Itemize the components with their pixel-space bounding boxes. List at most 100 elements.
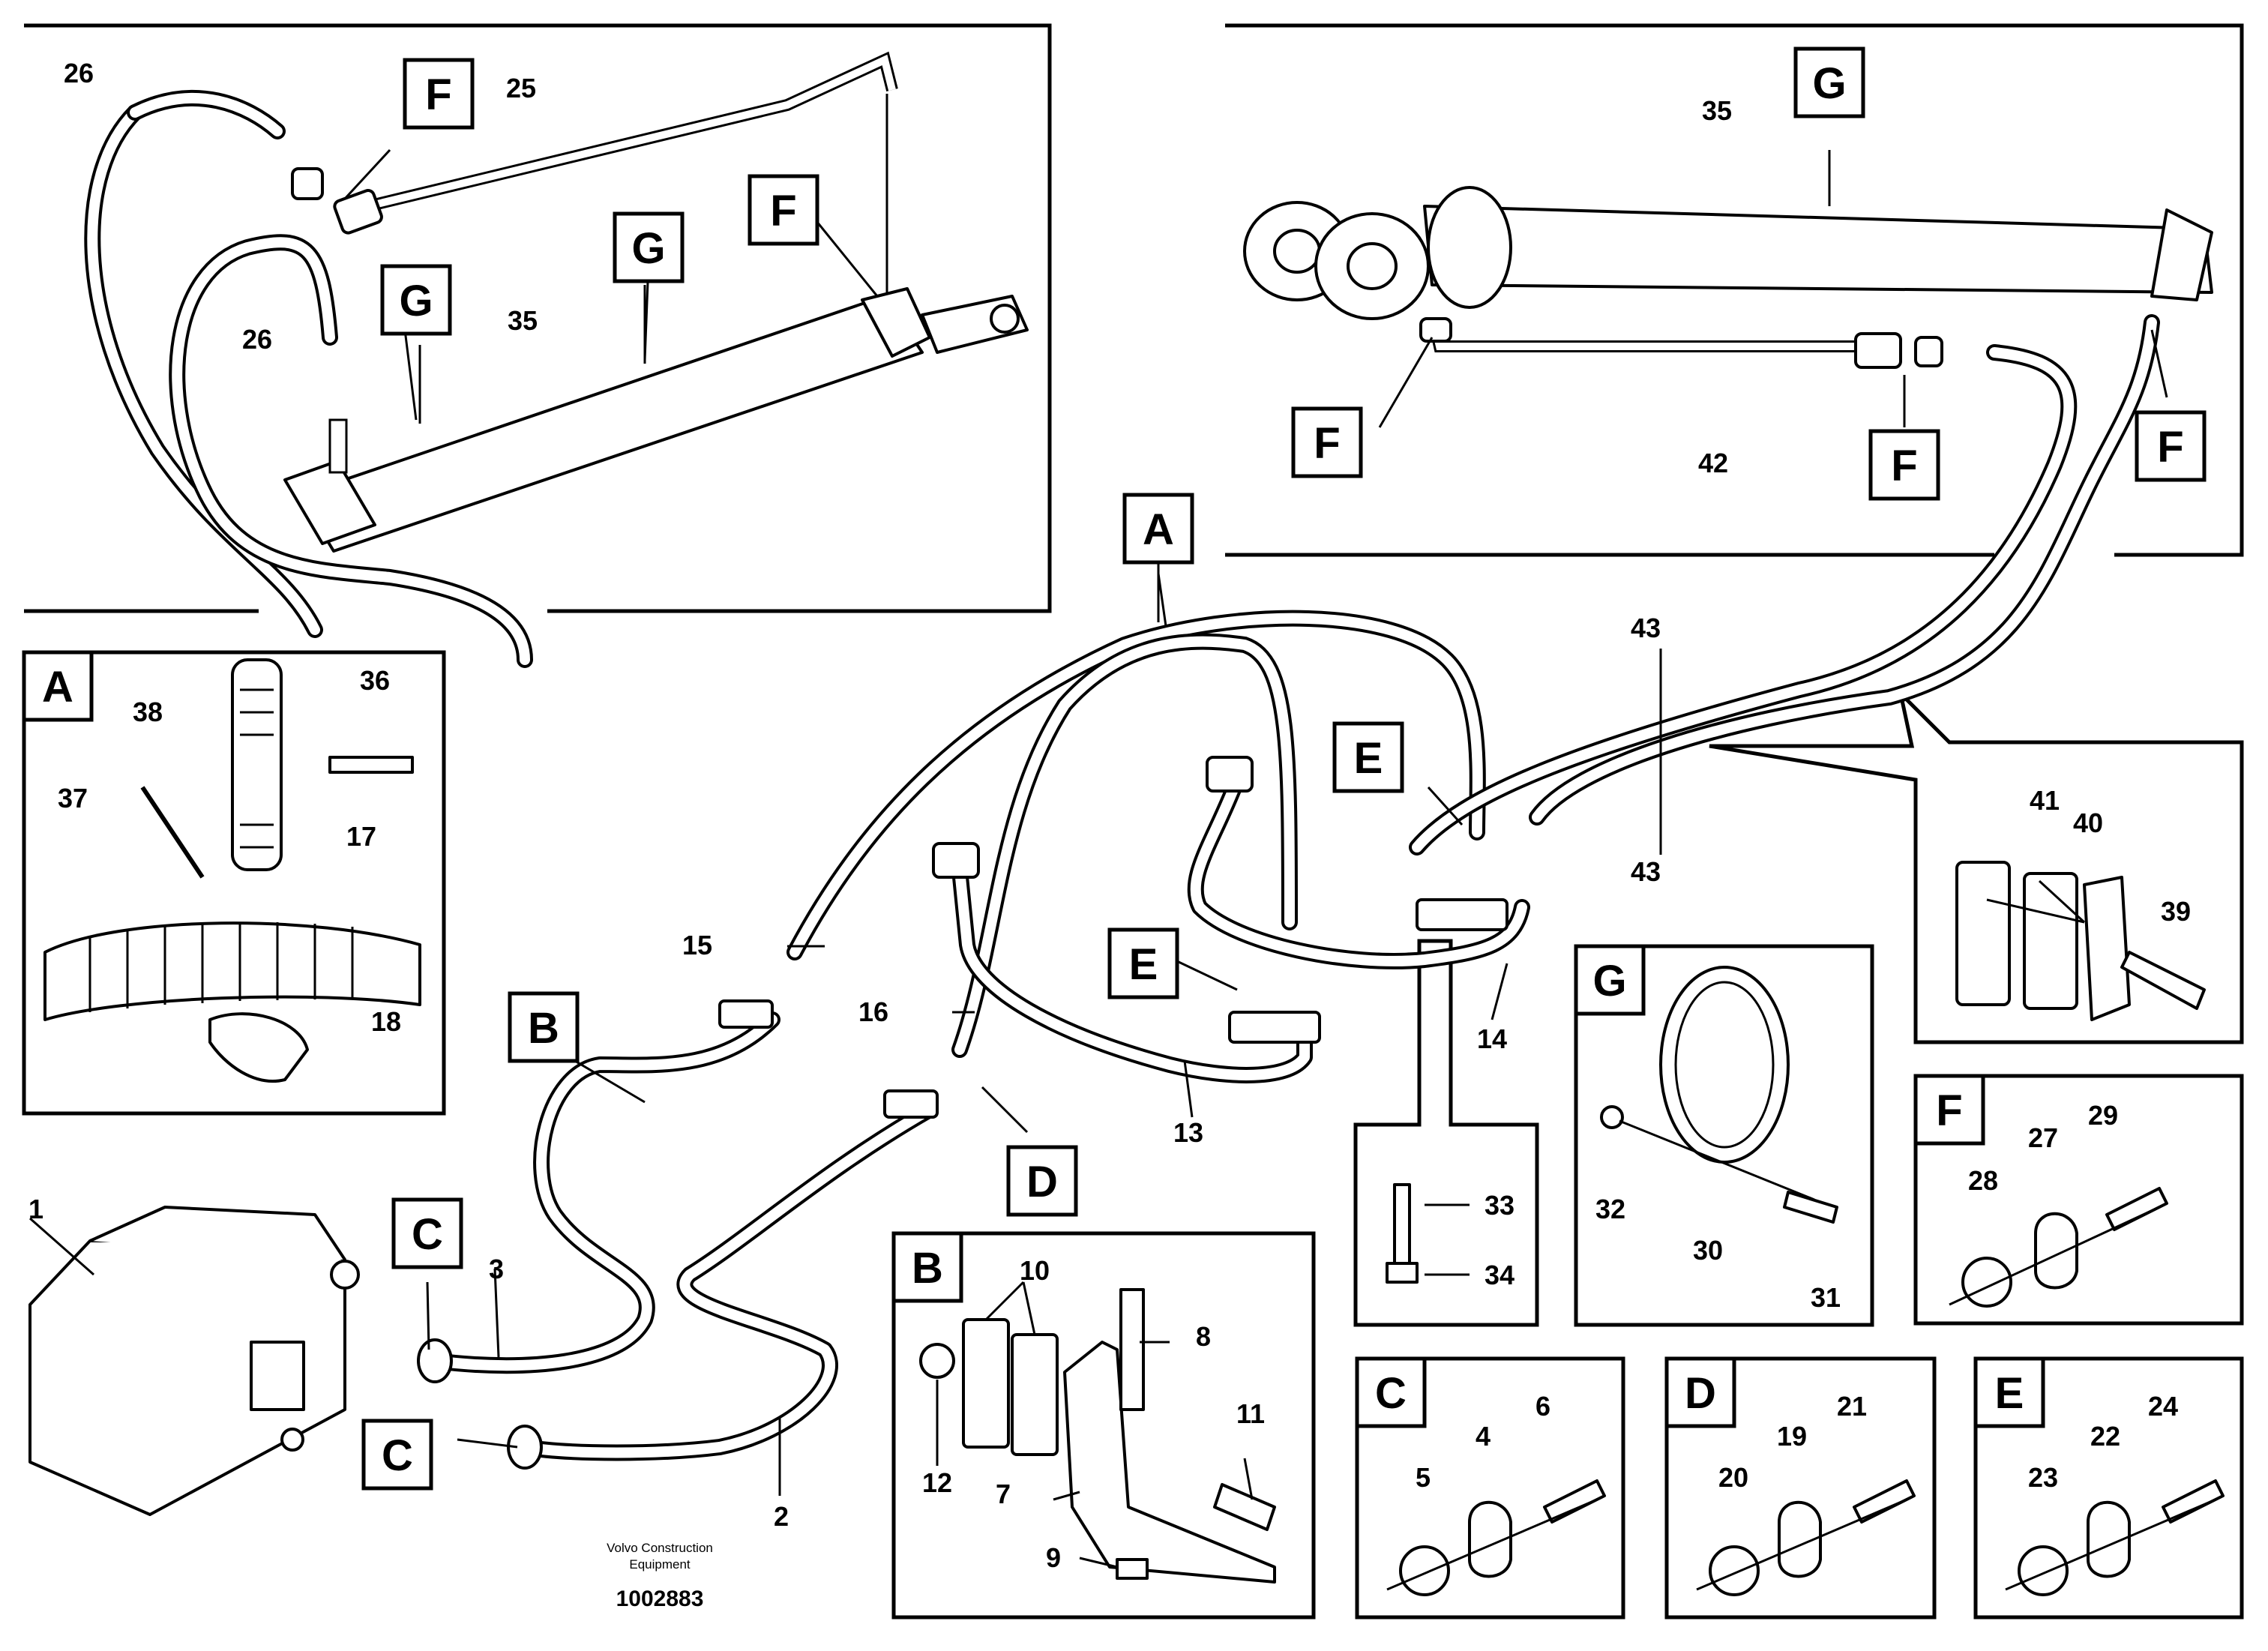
callout-33: 33 — [1485, 1190, 1514, 1221]
letter-f-tl-upper: F — [425, 70, 451, 119]
callout-7: 7 — [996, 1479, 1011, 1509]
leader-lines — [29, 148, 2168, 1496]
callout-25: 25 — [506, 73, 536, 103]
callout-42: 42 — [1698, 448, 1728, 478]
letter-a-main: A — [1143, 505, 1174, 554]
callout-35-tl: 35 — [508, 305, 538, 336]
inset-frames — [22, 23, 2244, 1620]
letter-g-tr: G — [1812, 59, 1846, 108]
callout-43-upper: 43 — [1631, 613, 1661, 643]
callout-32: 32 — [1595, 1194, 1625, 1224]
letter-c-main-upper: C — [412, 1210, 443, 1259]
bolt-21 — [1853, 1479, 1916, 1524]
drawing-number: 1002883 — [616, 1587, 704, 1611]
callout-20: 20 — [1718, 1462, 1748, 1493]
flange-e-lower — [1228, 1011, 1321, 1044]
detail-e-bolts — [1386, 1183, 1470, 1284]
callout-28: 28 — [1968, 1165, 1998, 1196]
footer: Volvo Construction Equipment 1002883 — [607, 1541, 713, 1611]
callout-numbers: 1 2 3 4 5 6 7 8 9 10 11 12 13 14 15 16 1… — [28, 58, 2191, 1573]
callout-2: 2 — [774, 1501, 789, 1532]
hose-guard-17 — [43, 921, 421, 1021]
clamp-10-right — [1011, 1333, 1059, 1456]
letter-d-main: D — [1026, 1158, 1058, 1206]
detail-a-contents — [43, 658, 421, 1083]
letter-b-main: B — [528, 1004, 559, 1053]
tube-2 — [517, 1101, 938, 1461]
letter-c-main-lower: C — [382, 1431, 413, 1480]
callout-23: 23 — [2028, 1462, 2058, 1493]
callout-27: 27 — [2028, 1122, 2058, 1153]
clamp-41-left — [1955, 861, 2011, 1006]
detail-f-frame — [1913, 1074, 2244, 1326]
bolt-29 — [2105, 1187, 2168, 1231]
callout-22: 22 — [2090, 1421, 2120, 1452]
nut-9 — [1116, 1558, 1149, 1580]
spring-38 — [231, 658, 283, 871]
callout-14: 14 — [1477, 1023, 1507, 1054]
bolt-6 — [1543, 1479, 1606, 1524]
callout-21: 21 — [1837, 1391, 1867, 1422]
ring-5 — [1399, 1545, 1450, 1596]
detail-letter-boxes: A B C C D E E F F G G G F F F A B — [22, 46, 2207, 1491]
letter-f-tl-lower: F — [770, 187, 796, 235]
clamp-41-right — [2023, 872, 2078, 1010]
letter-f-tr-right: F — [2157, 423, 2183, 472]
bolt-39 — [2120, 951, 2206, 1010]
letter-f-tr-left: F — [1314, 419, 1340, 468]
nut-34 — [1386, 1262, 1419, 1284]
cylinder-35-tr — [1423, 205, 2213, 294]
detail-c-frame — [1355, 1356, 1625, 1620]
callout-36: 36 — [360, 665, 390, 696]
footer-brand-line2: Equipment — [629, 1557, 691, 1572]
ring-20 — [1709, 1545, 1760, 1596]
callout-19: 19 — [1777, 1421, 1807, 1452]
callout-17: 17 — [346, 821, 376, 852]
detail-d-frame — [1664, 1356, 1937, 1620]
callout-18: 18 — [371, 1006, 401, 1037]
callout-1: 1 — [28, 1194, 43, 1224]
callout-4: 4 — [1476, 1421, 1491, 1452]
cylinder-35-tr-gland — [1427, 186, 1512, 309]
fitting-26-cyl — [328, 418, 348, 474]
letter-e-main-lower: E — [1129, 940, 1158, 989]
callout-5: 5 — [1416, 1462, 1431, 1493]
callout-26-lower: 26 — [242, 324, 272, 355]
callout-40: 40 — [2073, 808, 2103, 838]
detail-g-frame — [1574, 944, 1874, 1327]
callout-30: 30 — [1693, 1235, 1723, 1266]
top-right-inset-frame — [1225, 23, 2244, 557]
letter-e-detail: E — [1995, 1369, 2024, 1418]
detail-e-frame — [1973, 1356, 2244, 1620]
control-valve-block — [250, 1341, 305, 1411]
callout-39: 39 — [2161, 896, 2191, 927]
top-right-inset — [1243, 186, 2213, 369]
top-left-inset-frame — [24, 23, 1052, 613]
callout-8: 8 — [1196, 1321, 1211, 1352]
letter-g-tl-mid: G — [631, 224, 665, 273]
callout-15: 15 — [682, 930, 712, 960]
bolt-31 — [1783, 1191, 1838, 1224]
clamp-39-41-contents — [1955, 861, 2206, 1021]
flange-25 — [333, 189, 383, 235]
main-hose-routing — [417, 314, 2160, 1470]
control-valve-1 — [28, 1206, 360, 1516]
callout-26-upper: 26 — [64, 58, 94, 88]
fitting-16 — [883, 1089, 939, 1119]
letter-g-detail: G — [1592, 957, 1626, 1005]
callout-41: 41 — [2030, 785, 2060, 816]
detail-a-frame — [22, 650, 446, 1116]
callout-13: 13 — [1173, 1117, 1203, 1148]
callout-11: 11 — [1236, 1398, 1265, 1429]
letter-c-detail: C — [1375, 1369, 1407, 1418]
cylinder-35-tl-base — [283, 460, 376, 545]
callout-37: 37 — [58, 783, 88, 814]
clamp-19 — [1778, 1500, 1822, 1578]
clamp-27 — [2034, 1212, 2078, 1290]
bolt-8 — [1119, 1288, 1145, 1411]
washer-32 — [1600, 1105, 1624, 1129]
plate-40 — [2083, 876, 2131, 1021]
bolt-33 — [1393, 1183, 1411, 1276]
bolt-24 — [2162, 1479, 2225, 1524]
callout-12: 12 — [922, 1467, 952, 1498]
